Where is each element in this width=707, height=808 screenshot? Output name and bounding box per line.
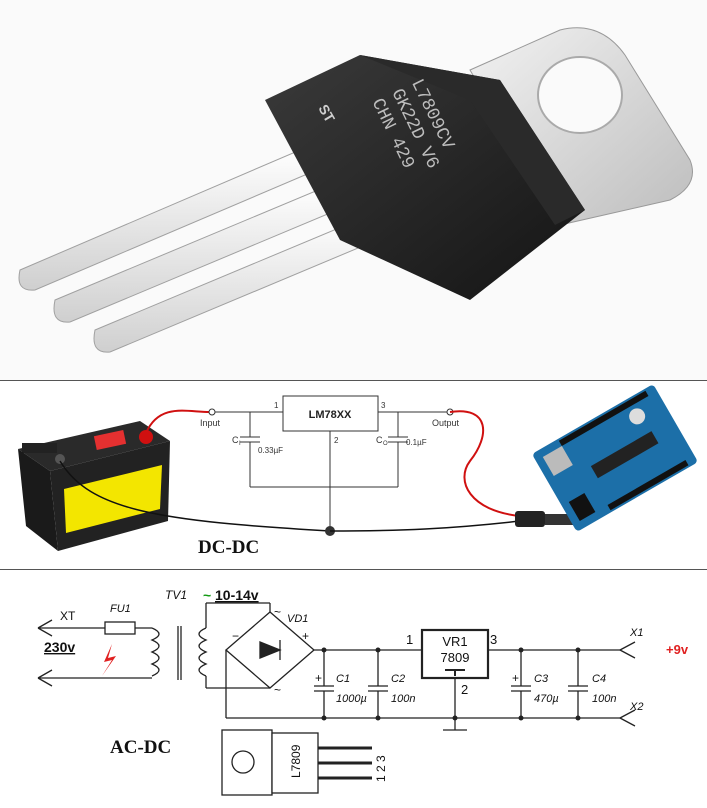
vd1-label: VD1 bbox=[287, 613, 308, 625]
c1-plus: + bbox=[315, 671, 322, 685]
junction-dots bbox=[321, 647, 581, 721]
mounting-hole bbox=[537, 56, 623, 134]
red-wire-output bbox=[449, 410, 521, 517]
bridge-ac-bottom: ~ bbox=[274, 683, 281, 697]
black-wire-plug bbox=[329, 520, 521, 532]
pin-input-number: 1 bbox=[274, 401, 279, 410]
co-subscript: O bbox=[383, 441, 388, 447]
lightning-icon bbox=[102, 644, 116, 676]
bridge-ac-top: ~ bbox=[274, 605, 281, 619]
ac-dc-panel: VR1 7809 1 3 2 XT FU1 TV1 VD1 C1 1000µ C… bbox=[0, 570, 707, 808]
ci-subscript: I bbox=[239, 441, 241, 447]
vr1-part: 7809 bbox=[441, 650, 470, 665]
vr1-pin2: 2 bbox=[461, 682, 468, 697]
x2-label: X2 bbox=[629, 701, 643, 713]
dc-dc-panel: LM78XX 1 3 2 Input Output C I 0.33µF C O… bbox=[0, 381, 707, 569]
fuse-label: FU1 bbox=[110, 603, 131, 615]
package-label: L7809 bbox=[289, 744, 303, 778]
battery-negative-terminal bbox=[55, 454, 65, 464]
metal-tab bbox=[469, 27, 693, 226]
bridge-plus: + bbox=[302, 629, 309, 643]
battery-label bbox=[64, 465, 162, 533]
red-wire-input bbox=[145, 409, 213, 434]
fuse-fu1 bbox=[104, 621, 136, 635]
input-arrow-bottom bbox=[37, 669, 53, 687]
ci-label: C bbox=[232, 435, 239, 445]
c4-label: C4 bbox=[592, 673, 606, 685]
ac-dc-title: AC-DC bbox=[110, 737, 171, 758]
bridge-minus: − bbox=[232, 629, 239, 643]
co-value: 0.1µF bbox=[406, 438, 427, 447]
vr1-pin1: 1 bbox=[406, 632, 413, 647]
package-pins: 1 2 3 bbox=[374, 755, 388, 782]
output-label: Output bbox=[432, 418, 460, 428]
xt-label: XT bbox=[60, 609, 76, 623]
c4-value: 100n bbox=[592, 693, 616, 705]
c2-label: C2 bbox=[391, 673, 405, 685]
input-terminal bbox=[208, 408, 216, 416]
black-wire-ground bbox=[59, 460, 331, 532]
regulator-legs bbox=[18, 149, 383, 353]
co-label: C bbox=[376, 435, 383, 445]
c3-value: 470µ bbox=[534, 693, 559, 705]
vr1-pin3: 3 bbox=[490, 632, 497, 647]
c2-value: 100n bbox=[391, 693, 415, 705]
input-arrow-top bbox=[37, 619, 53, 637]
mains-voltage: 230v bbox=[44, 639, 75, 655]
battery-positive-terminal bbox=[139, 430, 153, 444]
input-label: Input bbox=[200, 418, 221, 428]
dc-dc-title: DC-DC bbox=[198, 537, 259, 558]
regulator-body bbox=[265, 55, 585, 300]
output-voltage: +9v bbox=[666, 642, 689, 657]
package-hole bbox=[231, 750, 255, 774]
ac-schematic-wires bbox=[38, 602, 636, 731]
regulator-photo: L7809CV GK22D V6 CHN 429 ST bbox=[0, 0, 707, 380]
secondary-tilde: ~ bbox=[203, 587, 211, 603]
ci-value: 0.33µF bbox=[258, 446, 283, 455]
vr1-name: VR1 bbox=[442, 634, 467, 649]
c1-value: 1000µ bbox=[336, 693, 367, 705]
c3-plus: + bbox=[512, 671, 519, 685]
tv1-label: TV1 bbox=[165, 588, 187, 602]
dc-schematic bbox=[212, 411, 450, 531]
dc-barrel-plug bbox=[515, 511, 575, 527]
lm78xx-box bbox=[282, 395, 379, 432]
pin-output-number: 3 bbox=[381, 401, 386, 410]
arduino-board bbox=[533, 385, 697, 531]
c1-label: C1 bbox=[336, 673, 350, 685]
car-battery bbox=[18, 421, 170, 551]
l7809-package bbox=[221, 729, 372, 796]
secondary-voltage: 10-14v bbox=[215, 587, 259, 603]
st-logo: ST bbox=[315, 102, 338, 126]
c3-label: C3 bbox=[534, 673, 549, 685]
regulator-label: LM78XX bbox=[309, 409, 352, 421]
pin-ground-number: 2 bbox=[334, 436, 339, 445]
x1-label: X1 bbox=[629, 627, 643, 639]
